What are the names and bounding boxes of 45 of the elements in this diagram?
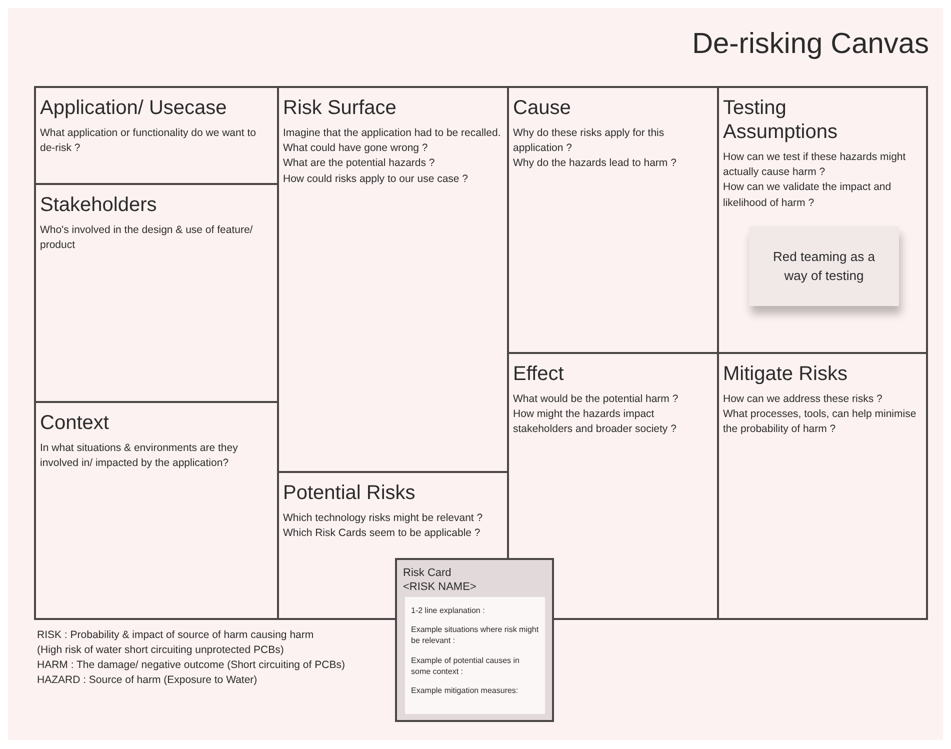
sticky-note [749, 226, 899, 306]
card-prompt: Example of potential causes in some context : [411, 654, 521, 677]
card-prompt: Example situations where risk might be relevant : [411, 624, 539, 647]
section-heading: Risk Surface [283, 96, 398, 120]
section-question: How can we address these risks ? [723, 392, 884, 407]
section-question: Why do the hazards lead to harm ? [513, 156, 678, 172]
section-question: Who's involved in the design & use of feature/ product [40, 223, 254, 254]
section-question: Which Risk Cards seem to be applicable ? [283, 526, 482, 542]
section-question: In what situations & environments are they involved in/ impacted by the application? [40, 441, 239, 472]
canvas-section [717, 352, 928, 620]
section-heading: Context [40, 411, 110, 435]
card-prompt: 1-2 line explanation : [411, 605, 486, 616]
section-question: How can we validate the impact and likelihood of harm ? [723, 180, 892, 211]
section-question: Imagine that the application had to be recalled. [283, 126, 501, 141]
section-question: How might the hazards impact stakeholders and broader society ? [513, 407, 678, 438]
section-heading: Mitigate Risks [723, 362, 848, 386]
canvas-section [34, 86, 279, 185]
section-heading: Potential Risks [283, 481, 416, 505]
section-question: How could risks apply to our use case ? [283, 172, 470, 187]
note-text: Red teaming as a way of testing [772, 248, 876, 285]
canvas-title: De-risking Canvas [692, 28, 929, 61]
section-question: What would be the potential harm ? [513, 392, 680, 407]
section-question: What are the potential hazards ? [283, 156, 436, 172]
section-question: Why do these risks apply for this application ? [513, 126, 666, 156]
section-question: What processes, tools, can help minimise the probability of harm ? [723, 407, 918, 438]
card-body-panel [405, 597, 545, 714]
definition-text: HAZARD : Source of harm (Exposure to Water) [37, 674, 258, 686]
section-heading: Application/ Usecase [40, 96, 228, 120]
section-question: How can we test if these hazards might actually cause harm ? [723, 150, 907, 180]
definition-text: RISK : Probability & impact of source of harm causing harm [37, 629, 314, 641]
section-heading: Stakeholders [40, 193, 158, 217]
definition-text: (High risk of water short circuiting unprotected PCBs) [37, 644, 284, 656]
section-heading: Testing Assumptions [723, 96, 838, 144]
section-question: What could have gone wrong ? [283, 141, 429, 156]
section-heading: Effect [513, 362, 565, 386]
section-question: Which technology risks might be relevant ? [283, 511, 484, 526]
canvas-section [717, 86, 928, 354]
risk-card [395, 558, 554, 722]
definition-text: HARM : The damage/ negative outcome (Short circuiting of PCBs) [37, 659, 345, 671]
canvas-section [34, 401, 279, 620]
card-prompt: Example mitigation measures: [411, 684, 520, 696]
card-heading: Risk Card [403, 566, 452, 580]
card-subheading: <RISK NAME> [403, 580, 478, 595]
section-heading: Cause [513, 96, 572, 120]
section-question: What application or functionality do we want to de-risk ? [40, 126, 257, 156]
